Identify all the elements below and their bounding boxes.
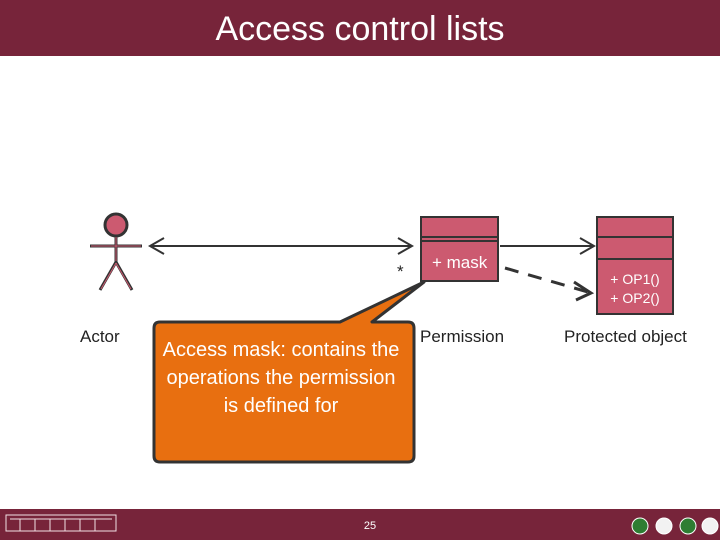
protected-object-operations: + OP1() + OP2(): [597, 270, 673, 308]
operation-2: + OP2(): [610, 290, 660, 306]
protected-object-label: Protected object: [564, 327, 687, 346]
association-permission-object: [500, 237, 597, 255]
department-logos: [631, 517, 719, 535]
title-bar: [0, 0, 720, 56]
dependency-arrow: [504, 266, 595, 302]
university-logo: [5, 514, 117, 532]
protected-object-class: [596, 216, 674, 315]
association-actor-permission: [147, 237, 415, 255]
page-number: 25: [363, 520, 377, 532]
callout-text: Access mask: contains the operations the…: [162, 339, 400, 417]
callout-bubble: [152, 280, 426, 464]
permission-class: [420, 216, 499, 282]
operation-1: + OP1(): [610, 271, 660, 287]
permission-label: Permission: [420, 327, 505, 346]
actor-label: Actor: [80, 327, 120, 346]
actor-figure-fill: [91, 237, 141, 290]
footer-logos: [5, 514, 719, 535]
footer-bar: [0, 509, 720, 540]
permission-attribute: + mask: [432, 253, 488, 272]
multiplicity-label: *: [397, 262, 404, 281]
slide-title: Access control lists: [215, 10, 505, 48]
